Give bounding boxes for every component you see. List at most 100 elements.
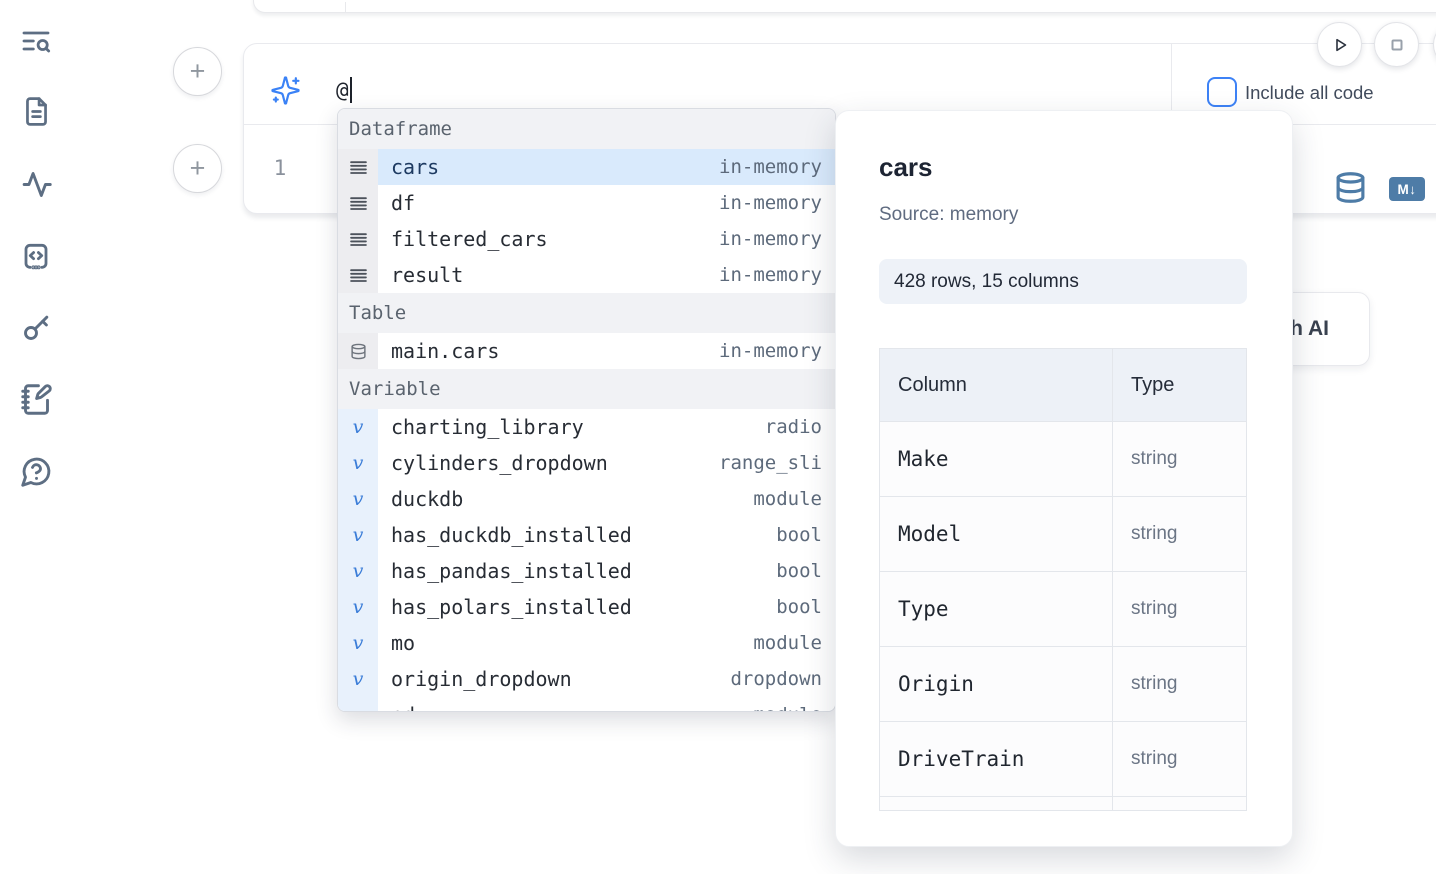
autocomplete-section-dataframe: Dataframe — [338, 109, 835, 149]
autocomplete-section-variable: Variable — [338, 369, 835, 409]
add-cell-above-button[interactable]: + — [173, 47, 222, 96]
item-kind-gutter: v — [338, 589, 378, 625]
column-row-Origin: Origin string — [880, 647, 1246, 722]
markdown-icon[interactable]: M↓ — [1389, 177, 1425, 201]
item-kind-gutter — [338, 257, 378, 293]
autocomplete-item-origin_dropdown[interactable]: v origin_dropdown dropdown — [338, 661, 835, 697]
item-type: bool — [776, 596, 822, 618]
item-type: in-memory — [719, 156, 822, 178]
item-name: mo — [391, 631, 416, 655]
item-type: in-memory — [719, 228, 822, 250]
code-snippet-icon[interactable] — [17, 237, 55, 275]
item-name: has_pandas_installed — [391, 559, 632, 583]
variable-icon: v — [352, 560, 364, 582]
column-row-Model: Model string — [880, 497, 1246, 572]
autocomplete-item-filtered_cars[interactable]: filtered_cars in-memory — [338, 221, 835, 257]
item-name: filtered_cars — [391, 227, 548, 251]
column-type-cell: string — [1131, 598, 1178, 619]
item-kind-gutter: v — [338, 625, 378, 661]
variable-icon: v — [352, 416, 364, 438]
item-type: radio — [764, 416, 822, 438]
item-name: cars — [391, 155, 440, 179]
include-all-code-label: Include all code — [1245, 82, 1374, 103]
column-name-cell: Make — [880, 422, 1113, 496]
autocomplete-item-main.cars[interactable]: main.cars in-memory — [338, 333, 835, 369]
column-name-cell: DriveTrain — [880, 722, 1113, 796]
item-kind-gutter: v — [338, 517, 378, 553]
item-kind-gutter — [338, 149, 378, 185]
column-row-partial — [880, 797, 1246, 810]
autocomplete-item-has_pandas_installed[interactable]: v has_pandas_installed bool — [338, 553, 835, 589]
item-kind-gutter: v — [338, 661, 378, 697]
prompt-divider-vertical — [1171, 44, 1172, 124]
item-kind-gutter: v — [338, 697, 378, 711]
stop-button[interactable] — [1374, 22, 1419, 67]
autocomplete-item-cars[interactable]: cars in-memory — [338, 149, 835, 185]
item-kind-gutter: v — [338, 481, 378, 517]
autocomplete-section-table: Table — [338, 293, 835, 333]
item-type: bool — [776, 560, 822, 582]
item-type: in-memory — [719, 340, 822, 362]
type-header: Type — [1131, 373, 1175, 396]
item-name: origin_dropdown — [391, 667, 572, 691]
variable-icon: v — [352, 632, 364, 654]
column-name-cell: Origin — [880, 647, 1113, 721]
column-type-cell: string — [1131, 673, 1178, 694]
preview-title: cars — [879, 152, 933, 182]
item-type: module — [753, 488, 822, 510]
item-name: df — [391, 191, 416, 215]
column-name-cell: Type — [880, 572, 1113, 646]
column-type-cell: string — [1131, 748, 1178, 769]
item-name: main.cars — [391, 339, 500, 363]
variable-icon: v — [352, 488, 364, 510]
autocomplete-item-result[interactable]: result in-memory — [338, 257, 835, 293]
item-kind-gutter — [338, 333, 378, 369]
run-cell-button[interactable] — [1317, 22, 1362, 67]
activity-icon[interactable] — [17, 165, 55, 203]
item-name: result — [391, 263, 464, 287]
variable-icon: v — [352, 452, 364, 474]
autocomplete-item-pd[interactable]: vpdmodule — [338, 697, 835, 711]
previous-cell-edge — [253, 0, 1436, 13]
column-name-cell: Model — [880, 497, 1113, 571]
item-type: dropdown — [730, 668, 822, 690]
item-type: in-memory — [719, 264, 822, 286]
database-icon — [350, 343, 367, 360]
preview-source: Source: memory — [879, 204, 1019, 225]
dataframe-preview-panel: cars Source: memory 428 rows, 15 columns… — [835, 110, 1293, 847]
help-chat-icon[interactable] — [17, 452, 55, 490]
variable-icon: v — [353, 704, 364, 711]
ai-prompt-input[interactable]: @ — [336, 77, 352, 103]
column-row-DriveTrain: DriveTrain string — [880, 722, 1246, 797]
item-kind-gutter: v — [338, 553, 378, 589]
key-icon[interactable] — [17, 308, 55, 346]
include-all-code-checkbox[interactable] — [1207, 77, 1237, 107]
ai-sparkles-icon — [270, 75, 301, 106]
database-panel-icon[interactable] — [1334, 171, 1367, 204]
previous-cell-divider — [345, 2, 346, 12]
autocomplete-item-has_polars_installed[interactable]: v has_polars_installed bool — [338, 589, 835, 625]
text-caret — [349, 77, 352, 103]
autocomplete-item-mo[interactable]: v mo module — [338, 625, 835, 661]
shape-badge: 428 rows, 15 columns — [879, 259, 1247, 304]
item-name: has_polars_installed — [391, 595, 632, 619]
columns-table-header: Column Type — [880, 349, 1246, 422]
notebook-pen-icon[interactable] — [17, 380, 55, 418]
variable-icon: v — [352, 524, 364, 546]
file-text-icon[interactable] — [17, 92, 55, 130]
item-type: module — [753, 632, 822, 654]
column-type-cell: string — [1131, 523, 1178, 544]
item-name: cylinders_dropdown — [391, 451, 608, 475]
prompt-value: @ — [336, 78, 349, 102]
item-name: has_duckdb_installed — [391, 523, 632, 547]
list-search-icon[interactable] — [17, 22, 55, 60]
add-cell-below-button[interactable]: + — [173, 144, 222, 193]
